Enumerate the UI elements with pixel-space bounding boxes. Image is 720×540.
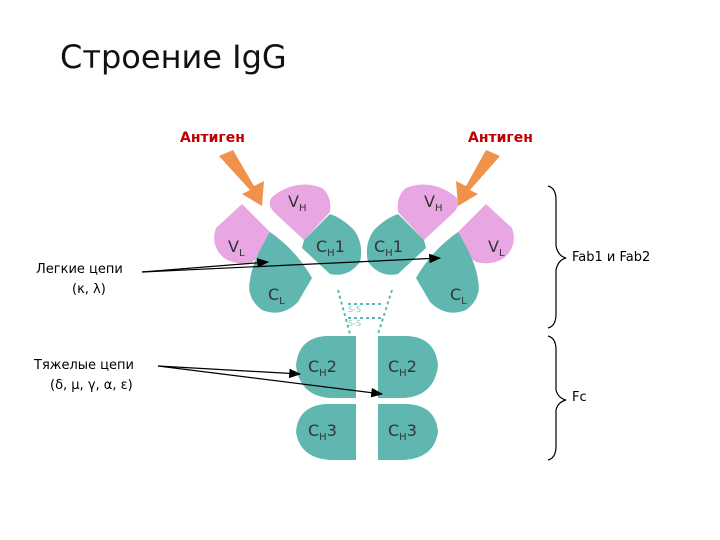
light-chain-pointer-right <box>141 253 442 273</box>
disulfide-label-bottom: S-S <box>348 319 361 328</box>
vh-right-domain <box>397 184 459 240</box>
fab-brace <box>547 185 567 329</box>
fc-label: Fc <box>572 390 587 405</box>
vl-right-label: VL <box>488 237 505 259</box>
light-chains-types: (κ, λ) <box>72 282 106 297</box>
cl-left-label: CL <box>268 285 285 307</box>
ch2-right-label: CH2 <box>388 357 417 379</box>
vh-right-label: VH <box>424 192 442 214</box>
fc-brace <box>547 335 567 461</box>
ch3-right-domain <box>378 404 438 460</box>
cl-right-label: CL <box>450 285 467 307</box>
heavy-chains-label: Тяжелые цепи <box>34 358 134 373</box>
light-chain-pointer-left <box>141 258 270 273</box>
heavy-chain-pointer-top <box>157 365 302 379</box>
ch3-left-domain <box>296 404 356 460</box>
ch3-right-label: CH3 <box>388 421 417 443</box>
cl-left-domain <box>249 232 312 313</box>
heavy-chain-pointer-bottom <box>157 365 384 398</box>
vl-right-domain <box>458 204 514 264</box>
ch1-left-domain <box>302 214 362 275</box>
vh-left-domain <box>269 184 331 240</box>
cl-right-domain <box>416 232 479 313</box>
fab-label: Fab1 и Fab2 <box>572 250 651 265</box>
ch2-left-label: CH2 <box>308 357 337 379</box>
vh-left-label: VH <box>288 192 306 214</box>
vl-left-label: VL <box>228 237 245 259</box>
ch1-right-label: CH1 <box>374 237 403 259</box>
vl-left-domain <box>214 204 270 264</box>
hinge-region <box>337 289 393 335</box>
antigen-label-right: Антиген <box>468 130 533 146</box>
disulfide-label-top: S-S <box>348 305 361 314</box>
ch2-left-domain <box>296 336 356 398</box>
ch1-left-label: CH1 <box>316 237 345 259</box>
ch3-left-label: CH3 <box>308 421 337 443</box>
antigen-arrow-left <box>219 150 264 206</box>
heavy-chains-types: (δ, μ, γ, α, ε) <box>50 378 133 393</box>
antigen-arrow-right <box>456 150 500 206</box>
antigen-label-left: Антиген <box>180 130 245 146</box>
page-title: Строение IgG <box>60 38 287 76</box>
light-chains-label: Легкие цепи <box>36 262 123 277</box>
ch2-right-domain <box>378 336 438 398</box>
